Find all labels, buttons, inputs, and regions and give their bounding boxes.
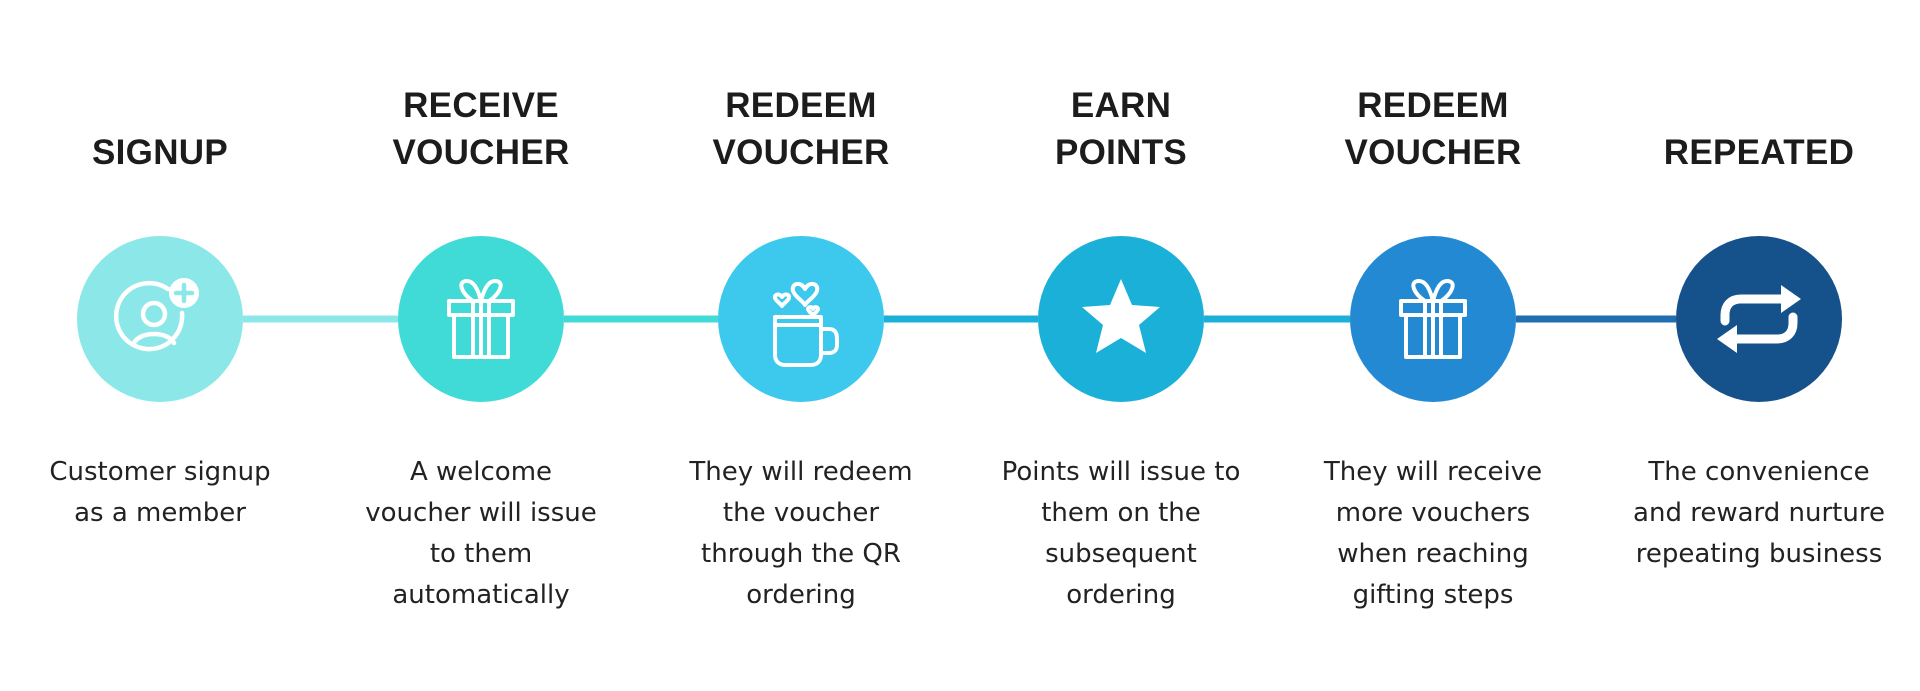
step-description-line: more vouchers: [1335, 498, 1531, 528]
step-title-line: SIGNUP: [92, 133, 228, 172]
step-title-line: RECEIVE: [403, 86, 559, 125]
step-earn-points: EARN POINTS Points will issue to them on t…: [971, 0, 1271, 691]
step-title: REPEATED: [1609, 129, 1909, 176]
step-description-line: The convenience: [1648, 457, 1870, 487]
step-circle: [718, 236, 884, 402]
step-repeated: REPEATED The convenience and reward nurtu…: [1609, 0, 1909, 691]
user-plus-icon: [113, 278, 199, 352]
step-circle: [398, 236, 564, 402]
step-title: SIGNUP: [10, 129, 310, 176]
step-circle: [1350, 236, 1516, 402]
step-description-line: subsequent: [1045, 539, 1197, 569]
step-description-line: through the QR: [701, 539, 901, 569]
step-description-line: them on the: [1041, 498, 1201, 528]
step-description: The convenience and reward nurture repeati…: [1609, 452, 1909, 575]
star-icon: [1082, 279, 1160, 353]
gift-icon: [1399, 279, 1467, 359]
step-description-line: as a member: [74, 498, 246, 528]
step-description: A welcome voucher will issue to them automa…: [331, 452, 631, 616]
step-title: EARN POINTS: [971, 82, 1271, 176]
step-description: They will redeem the voucher through the Q…: [651, 452, 951, 616]
step-title-line: POINTS: [1054, 133, 1188, 172]
step-title-line: EARN: [1070, 86, 1172, 125]
step-title: REDEEM VOUCHER: [651, 82, 951, 176]
step-description-line: A welcome: [409, 457, 553, 487]
step-description-line: ordering: [746, 580, 856, 610]
step-title-line: REPEATED: [1663, 133, 1855, 172]
gift-icon: [447, 279, 515, 359]
step-circle: [77, 236, 243, 402]
step-title-line: VOUCHER: [392, 133, 570, 172]
step-title-line: REDEEM: [725, 86, 877, 125]
step-signup: SIGNUP Customer signup as a member: [10, 0, 310, 691]
repeat-icon: [1717, 285, 1801, 353]
step-title-line: REDEEM: [1357, 86, 1509, 125]
step-description: Points will issue to them on the subsequen…: [971, 452, 1271, 616]
step-description-line: automatically: [392, 580, 570, 610]
step-description-line: to them: [429, 539, 533, 569]
step-description-line: They will redeem: [689, 457, 913, 487]
step-description-line: repeating business: [1635, 539, 1883, 569]
step-redeem-voucher-2: REDEEM VOUCHER They will receive more vouc…: [1283, 0, 1583, 691]
step-title-line: VOUCHER: [1344, 133, 1522, 172]
step-title: RECEIVE VOUCHER: [331, 82, 631, 176]
step-redeem-voucher: REDEEM VOUCHER They will redeem the vouche…: [651, 0, 951, 691]
step-circle: [1038, 236, 1204, 402]
mug-hearts-icon: [772, 282, 839, 367]
step-title-line: VOUCHER: [712, 133, 890, 172]
step-description-line: gifting steps: [1352, 580, 1514, 610]
step-description-line: the voucher: [722, 498, 880, 528]
step-title: REDEEM VOUCHER: [1283, 82, 1583, 176]
step-description-line: when reaching: [1337, 539, 1529, 569]
step-description-line: They will receive: [1323, 457, 1543, 487]
step-description: They will receive more vouchers when reach…: [1283, 452, 1583, 616]
step-receive-voucher: RECEIVE VOUCHER A welcome voucher will iss…: [331, 0, 631, 691]
step-description-line: and reward nurture: [1633, 498, 1885, 528]
step-description-line: Points will issue to: [1001, 457, 1241, 487]
step-description-line: ordering: [1066, 580, 1176, 610]
step-description-line: voucher will issue: [365, 498, 597, 528]
step-description-line: Customer signup: [49, 457, 271, 487]
step-circle: [1676, 236, 1842, 402]
step-description: Customer signup as a member: [10, 452, 310, 534]
